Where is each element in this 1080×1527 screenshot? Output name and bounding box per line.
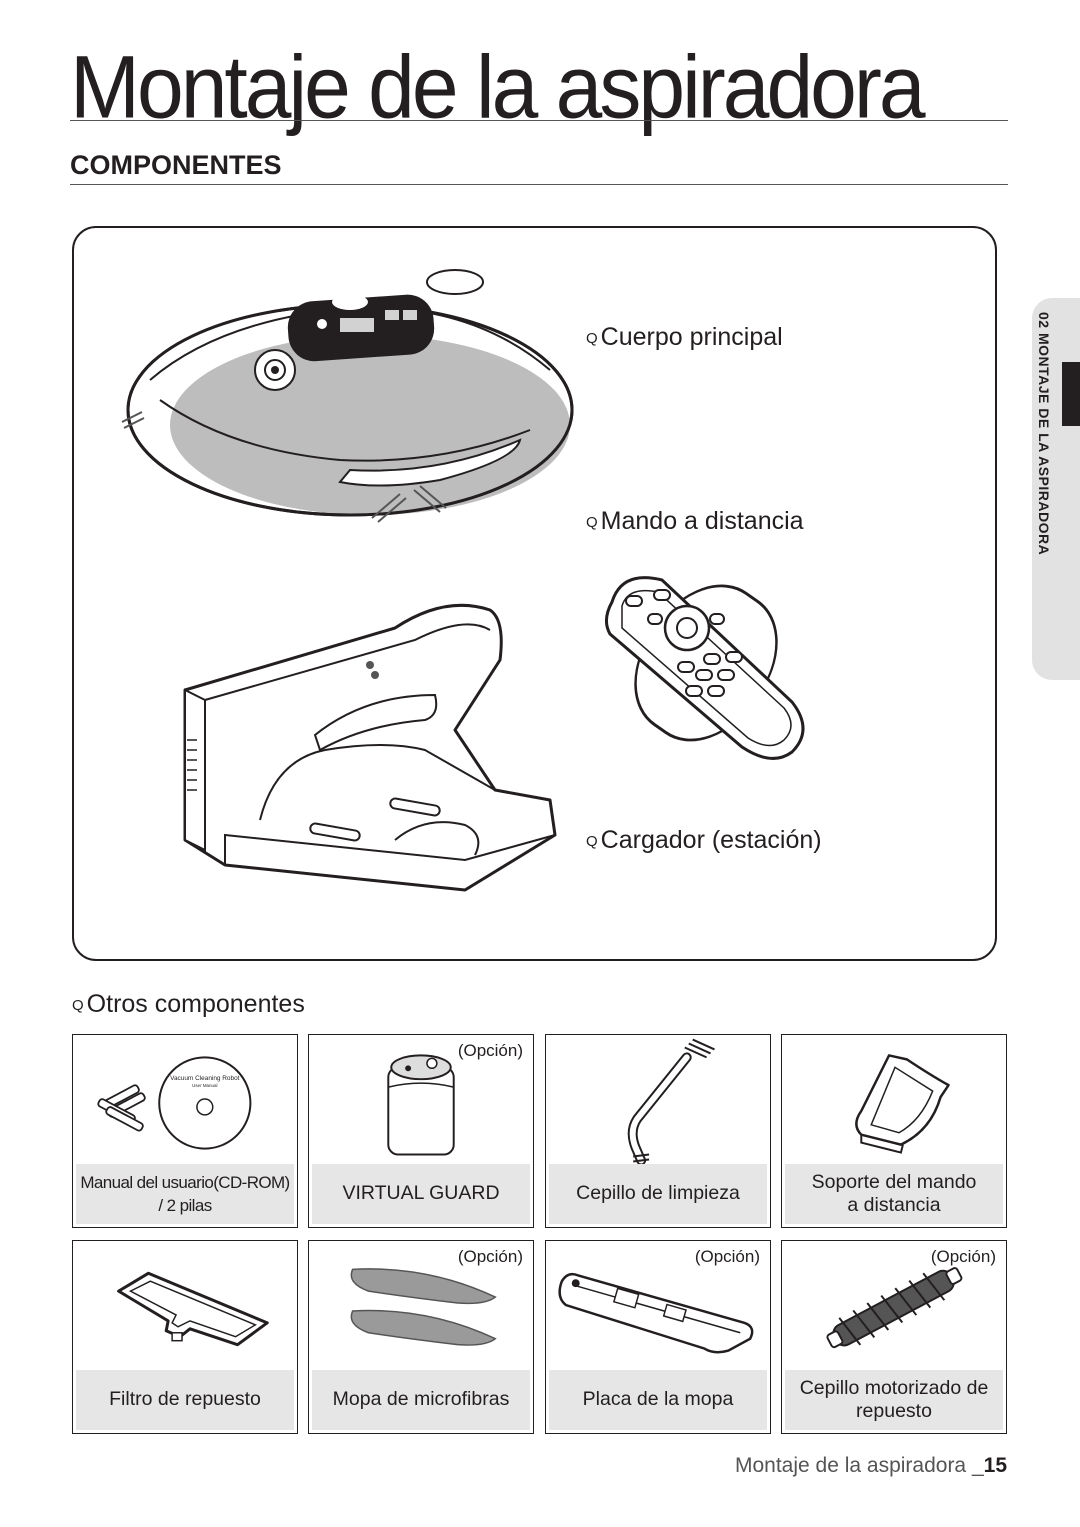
component-label: Filtro de repuesto (76, 1370, 294, 1430)
bullet-icon: Q (586, 833, 598, 850)
virtual-guard-icon (387, 1054, 455, 1156)
option-note: (Opción) (457, 1247, 523, 1266)
component-label: Placa de la mopa (549, 1370, 767, 1430)
mop-plate-icon (558, 1272, 754, 1354)
component-label: Mopa de microfibras (312, 1370, 530, 1430)
page-number: 15 (983, 1454, 1007, 1477)
chapter-tab-label: 02 MONTAJE DE LA ASPIRADORA (1036, 312, 1052, 556)
motorized-brush-icon (826, 1267, 963, 1349)
remote-holder-icon (855, 1054, 950, 1154)
footer-text: Montaje de la aspiradora _ (734, 1454, 984, 1477)
bullet-icon: Q (586, 330, 598, 347)
component-label: Cepillo de limpieza (549, 1164, 767, 1224)
cd-title-text: Vacuum Cleaning Robot (170, 1075, 240, 1082)
cd-subtitle-text: User Manual (192, 1083, 217, 1088)
chapter-tab-marker (1062, 362, 1080, 426)
charging-station-icon (183, 603, 557, 892)
chapter-side-tab (1032, 298, 1080, 680)
option-note: (Opción) (930, 1247, 996, 1266)
cd-batteries-icon: Vacuum Cleaning Robot User Manual (97, 1056, 252, 1150)
bullet-icon: Q (72, 997, 84, 1014)
option-note: (Opción) (694, 1247, 760, 1266)
component-cell: (Opción) Mopa de microfibras (308, 1240, 534, 1434)
robot-vacuum-icon (121, 269, 574, 523)
section-divider (70, 184, 1008, 185)
cleaning-brush-icon (627, 1038, 715, 1166)
title-divider (70, 120, 1008, 121)
bullet-icon: Q (586, 514, 598, 531)
microfiber-mop-icon (350, 1268, 497, 1346)
component-cell: Vacuum Cleaning Robot User Manual Manual… (72, 1034, 298, 1228)
remote-control-icon (605, 576, 805, 760)
component-cell: (Opción) VIRTUAL GUARD (308, 1034, 534, 1228)
main-components-box (72, 226, 997, 961)
component-label: VIRTUAL GUARD (312, 1164, 530, 1224)
component-cell: (Opción) Placa de la mopa (545, 1240, 771, 1434)
page-title: Montaje de la aspiradora (70, 36, 926, 137)
component-cell: Filtro de repuesto (72, 1240, 298, 1434)
page-footer: Montaje de la aspiradora _15 (735, 1454, 1007, 1478)
section-heading: COMPONENTES (70, 150, 282, 180)
component-label: Manual del usuario(CD-ROM)/ 2 pilas (76, 1164, 294, 1224)
component-cell: Cepillo de limpieza (545, 1034, 771, 1228)
spare-filter-icon (117, 1271, 269, 1347)
option-note: (Opción) (457, 1041, 523, 1060)
